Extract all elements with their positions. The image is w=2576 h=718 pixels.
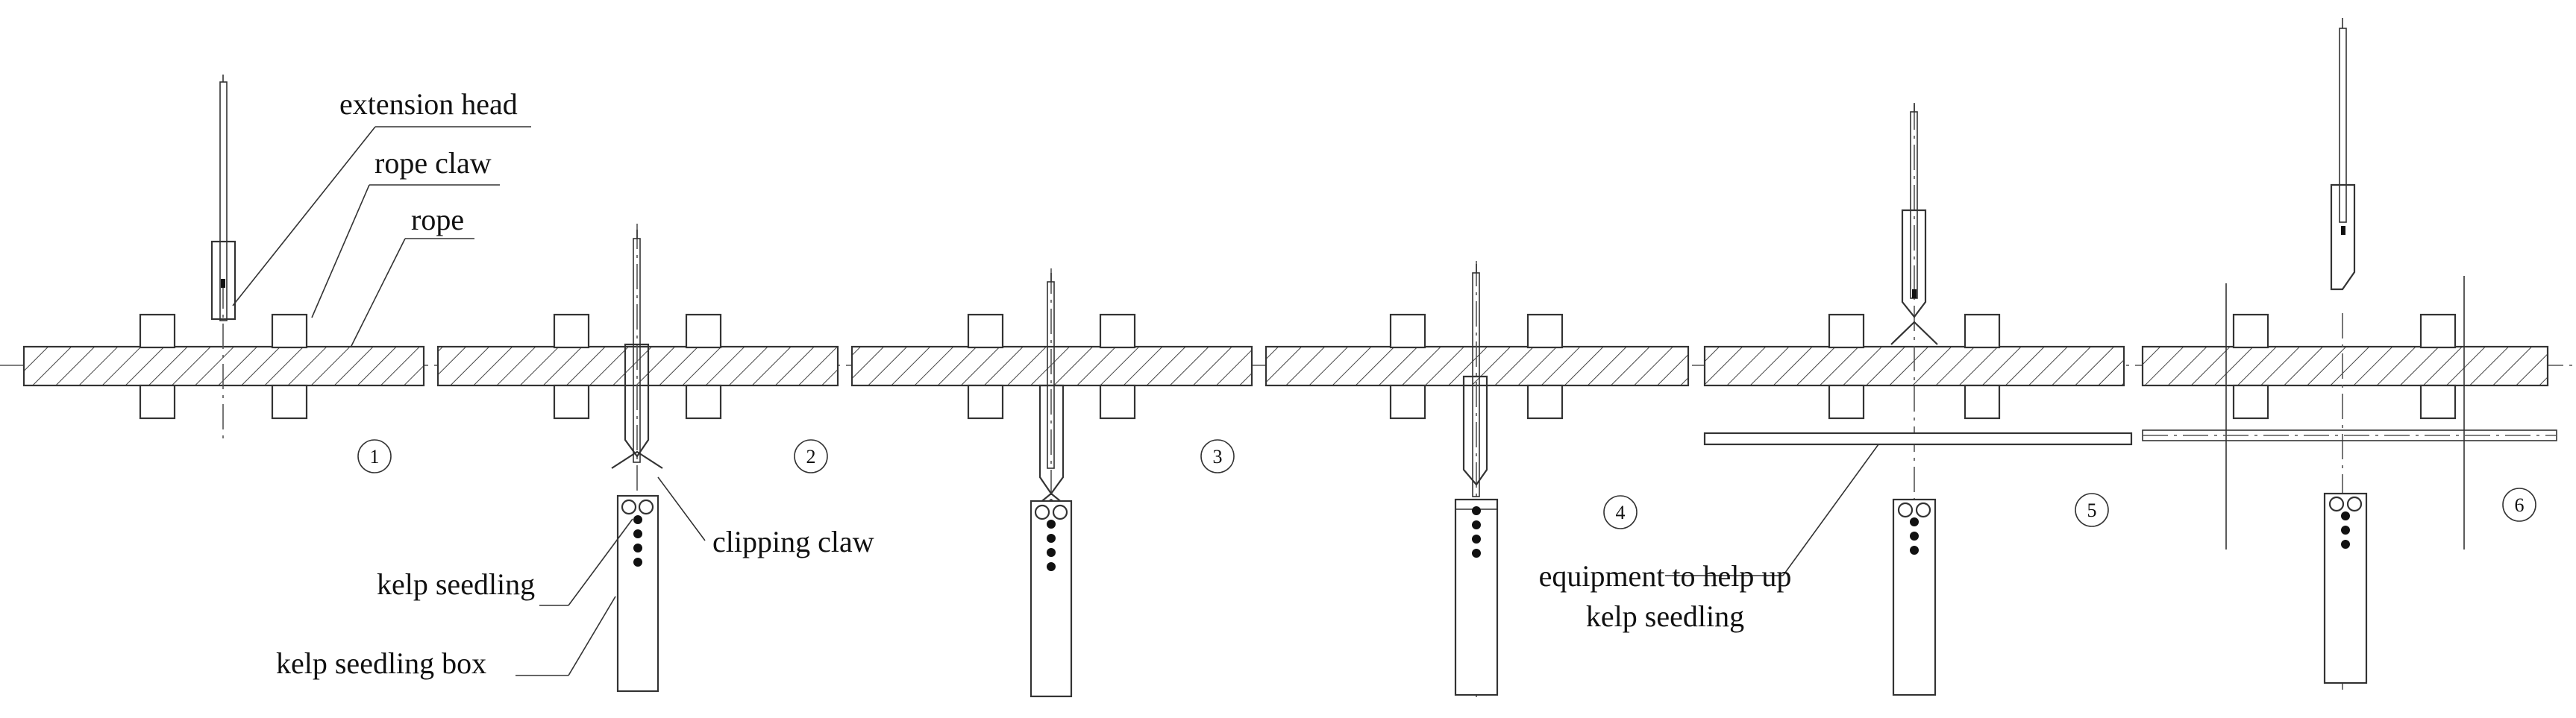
label-clipping-claw: clipping claw <box>712 525 874 558</box>
step-number: 3 <box>1213 446 1223 467</box>
label-kelp-seedling: kelp seedling <box>377 567 535 601</box>
extension-rod <box>2339 28 2347 223</box>
rope-segment <box>22 345 425 387</box>
label-rope: rope <box>411 203 464 236</box>
extension-head <box>1462 375 1488 486</box>
extension-head <box>1038 384 1065 495</box>
labels: extension head rope claw rope clipping c… <box>276 87 1791 680</box>
kelp-seedling-box <box>2323 492 2368 684</box>
step-number: 2 <box>806 446 816 467</box>
kelp-seedling-box <box>1454 498 1499 696</box>
stage-2 <box>436 224 839 697</box>
label-equipment-line-2: kelp seedling <box>1586 599 1744 633</box>
extension-head <box>624 343 650 458</box>
step-number: 1 <box>370 446 380 467</box>
step-number: 6 <box>2515 494 2525 516</box>
label-rope-claw: rope claw <box>375 146 492 180</box>
label-equipment-line-1: equipment to help up <box>1539 559 1792 593</box>
stage-4 <box>1265 261 1690 697</box>
stage-3 <box>850 268 1253 698</box>
rope-claw <box>271 384 308 420</box>
equipment-to-help-up-kelp-seedling <box>1703 432 2133 446</box>
stage-6 <box>2141 18 2557 690</box>
extension-head <box>210 240 236 321</box>
rope-segment <box>850 345 1253 387</box>
step-number: 5 <box>2087 500 2097 521</box>
extension-head <box>2330 183 2356 291</box>
label-kelp-seedling-box: kelp seedling box <box>276 646 486 680</box>
step-markers: 1 2 3 4 5 6 <box>357 439 2536 529</box>
stage-1 <box>22 75 425 444</box>
clipping-claw <box>611 450 663 469</box>
leader-lines <box>232 126 1879 676</box>
rope-claw <box>139 384 176 420</box>
rope-segment <box>2141 345 2549 387</box>
rope-segment <box>1265 345 1690 387</box>
label-extension-head: extension head <box>339 87 518 121</box>
kelp-seedling-box <box>616 494 659 693</box>
rope-claw <box>139 313 176 349</box>
extension-head <box>1901 209 1927 318</box>
clipping-claw <box>1890 321 1938 345</box>
stage-5 <box>1703 103 2133 697</box>
kelp-seedling-box <box>1892 498 1937 696</box>
rope-segment <box>436 345 839 387</box>
kelp-seedling-box <box>1030 500 1073 698</box>
step-number: 4 <box>1616 502 1626 523</box>
rope-claw <box>271 313 308 349</box>
